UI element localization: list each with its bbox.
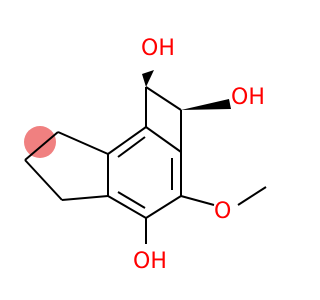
bond-cp-1 xyxy=(57,131,109,155)
bond-double-inner-bottom xyxy=(117,191,146,209)
label-oh-top: OH xyxy=(141,36,175,61)
bond-cb-upper xyxy=(145,86,182,111)
bond-methoxy-ch3 xyxy=(237,186,267,206)
bond-cp-3 xyxy=(24,159,63,201)
structure-canvas: OH OH O OH xyxy=(24,36,267,274)
bond-ring-bottom-left xyxy=(107,195,147,219)
bond-ring-top-right xyxy=(145,126,182,153)
label-oh-right: OH xyxy=(231,85,265,110)
molecule-drawing: OH OH O OH xyxy=(24,36,267,274)
bond-cp-2 xyxy=(24,131,59,161)
bond-double-inner-top xyxy=(117,136,146,158)
bond-ring-top xyxy=(107,126,147,155)
label-o-methoxy: O xyxy=(214,199,231,224)
highlighted-atom xyxy=(24,126,56,158)
bond-ring-bottom-right xyxy=(145,195,182,219)
bond-cp-4 xyxy=(61,195,109,201)
wedge-bond-right xyxy=(181,99,231,110)
bond-to-methoxy-o xyxy=(180,195,215,206)
label-oh-bottom: OH xyxy=(133,249,167,274)
wedge-bond-top xyxy=(142,70,154,87)
